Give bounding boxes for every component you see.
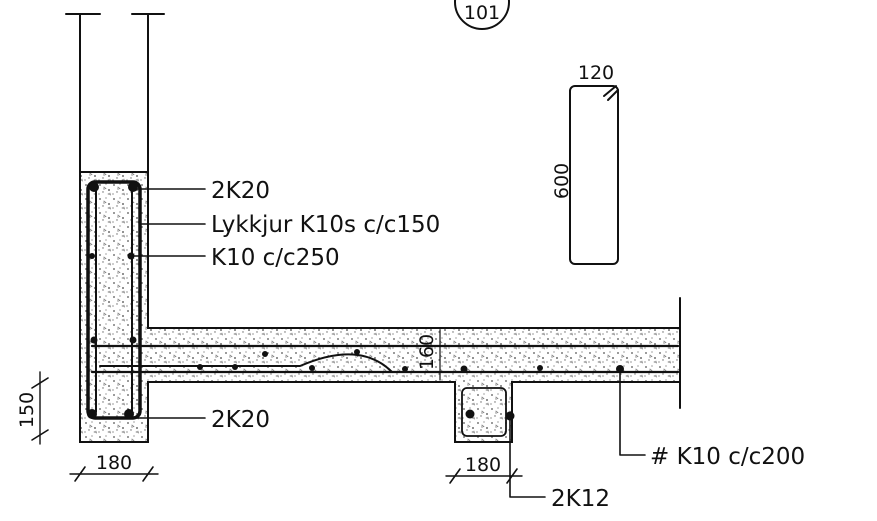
- rib-width-dimension: 180: [445, 454, 523, 484]
- column-top-bar-right: [128, 182, 138, 192]
- label-column-bottom-bars: 2K20: [211, 407, 270, 433]
- column-bottom-bar-right: [124, 409, 134, 419]
- slab-bar-dot-4: [309, 365, 315, 371]
- slab-bar-dot-5: [354, 349, 360, 355]
- slab-thickness-label: 160: [416, 334, 438, 370]
- rib-width-tick-left: [449, 468, 461, 484]
- leader-rib-bars: [509, 419, 546, 498]
- rib-width-label: 180: [465, 454, 501, 476]
- bar-shape-outline: [569, 85, 619, 265]
- rib-reinforcement: [461, 387, 515, 437]
- column-stirrup: [86, 180, 142, 420]
- label-rib-bars: 2K12: [551, 486, 610, 512]
- bar-shape-sketch: 120 600: [551, 62, 619, 265]
- column-side-bar-dot-4: [129, 336, 137, 344]
- bar-shape-hook: [603, 85, 619, 101]
- slab-bar-dot-6: [402, 366, 408, 372]
- leader-lines: [132, 188, 646, 498]
- concrete-section: [79, 171, 681, 443]
- detail-number-bubble: 101: [454, 0, 510, 30]
- slab-bar-dot-9: [616, 365, 624, 373]
- rib-bar-left: [465, 409, 475, 419]
- detail-number: 101: [464, 2, 500, 24]
- rib-bar-right: [505, 411, 515, 421]
- bar-shape-width-label: 120: [578, 62, 614, 84]
- slab-bent-bar: [99, 353, 393, 373]
- label-column-ties: Lykkjur K10s c/c150: [211, 212, 440, 238]
- upper-column-outline: [65, 13, 165, 173]
- label-slab-mesh: # K10 c/c200: [650, 444, 805, 470]
- rib-stirrup: [461, 387, 507, 437]
- column-top-bar-left: [89, 182, 99, 192]
- slab-bar-dot-7: [460, 365, 468, 373]
- slab-bar-dot-8: [537, 365, 543, 371]
- column-side-bar-dot-3: [90, 336, 98, 344]
- column-side-bar-dot-2: [127, 252, 135, 260]
- slab-reinforcement: [90, 344, 680, 374]
- column-width-tick-right: [142, 466, 154, 482]
- column-bottom-bar-left: [87, 409, 97, 419]
- rib-depth-label: 150: [16, 392, 38, 428]
- label-column-side-bars: K10 c/c250: [211, 245, 340, 271]
- column-width-dimension: 180: [69, 452, 159, 482]
- column-width-label: 180: [96, 452, 132, 474]
- slab-bar-dot-1: [197, 364, 203, 370]
- column-width-tick-left: [74, 466, 86, 482]
- rib-width-tick-right: [506, 468, 518, 484]
- slab-thickness-dimension: 160: [416, 329, 441, 381]
- detail-bubble-circle: [454, 0, 510, 30]
- rib-depth-dimension: 150: [16, 371, 49, 445]
- rib-depth-tick-bottom: [31, 429, 49, 441]
- rib-depth-tick-top: [31, 377, 49, 389]
- column-side-bar-dot-1: [89, 253, 95, 259]
- column-reinforcement: [86, 180, 142, 420]
- bar-shape-height-label: 600: [551, 163, 573, 199]
- leader-slab-mesh: [619, 371, 646, 456]
- label-column-top-bars: 2K20: [211, 178, 270, 204]
- slab-bar-dot-3: [262, 351, 268, 357]
- slab-bar-dot-2: [232, 364, 238, 370]
